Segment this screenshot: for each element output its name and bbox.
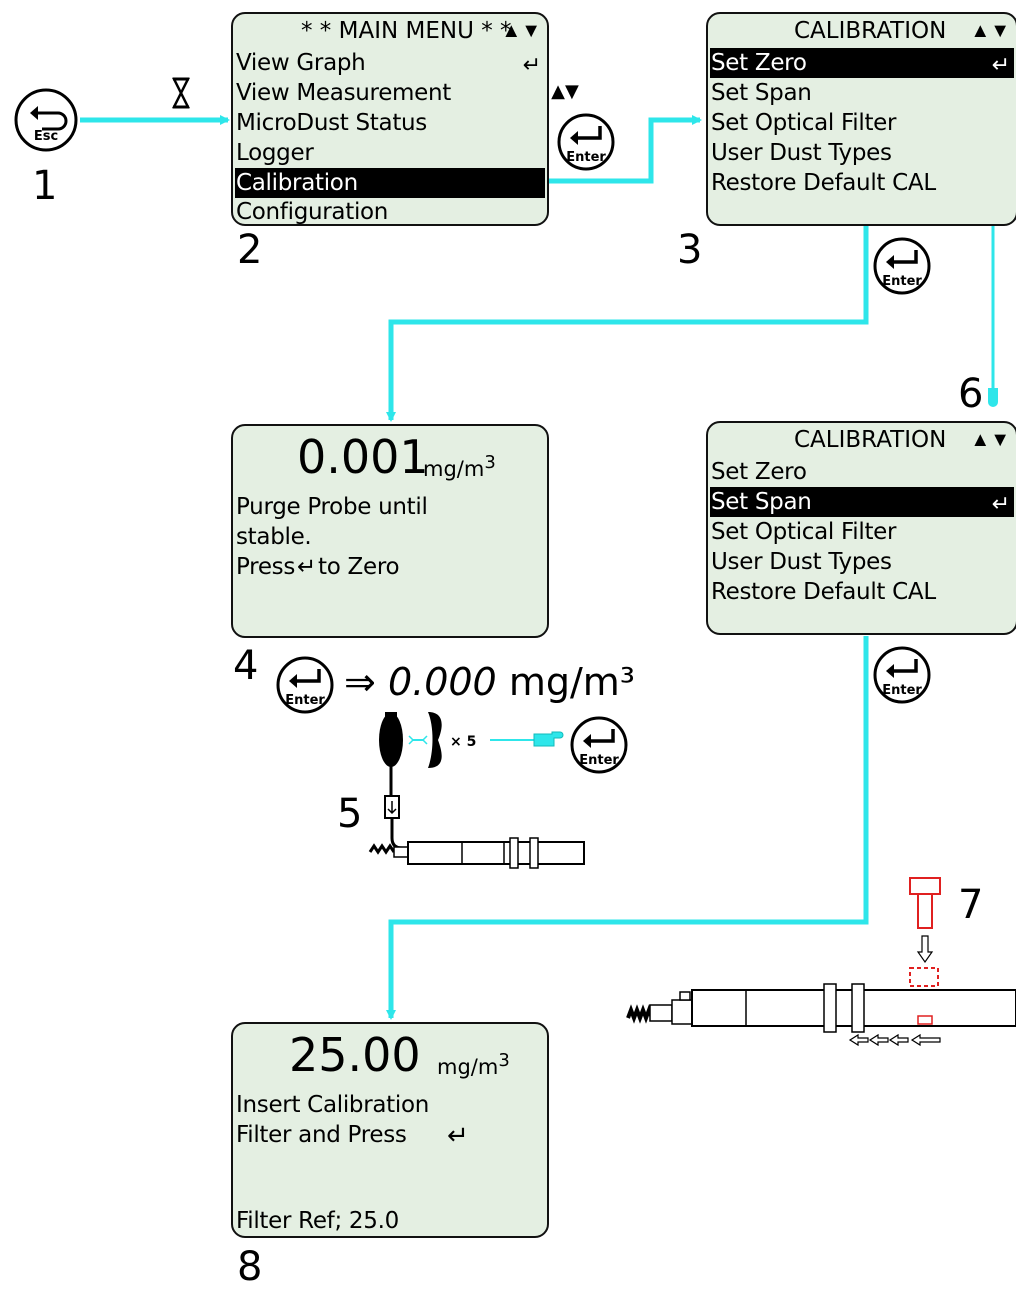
main-menu-screen: * * MAIN MENU * * ▲▼ View Graph ↵ View M…	[231, 12, 549, 226]
connector-setzero-to-zero-screen	[386, 226, 869, 422]
step-7-label: 7	[958, 882, 984, 928]
purge-bulb-icon: × 5	[379, 712, 476, 850]
zero-result-unit: mg/m³	[508, 660, 636, 704]
step-8-label: 8	[237, 1244, 263, 1290]
span-instruction-line2: Filter and Press	[236, 1122, 407, 1148]
menu-item-restore-default-cal[interactable]: Restore Default CAL	[711, 170, 936, 196]
result-arrow-icon: ⇒	[344, 660, 376, 704]
step-6-label: 6	[958, 371, 984, 417]
esc-button[interactable]: Esc	[14, 88, 78, 152]
zero-reading: 0.001	[297, 430, 429, 484]
step-1-label: 1	[32, 163, 58, 209]
menu-item-view-measurement[interactable]: View Measurement	[236, 80, 451, 106]
zero-instruction-line2: stable.	[236, 524, 312, 550]
pointing-hand-down-icon	[988, 388, 998, 407]
menu-item-set-zero[interactable]: Set Zero	[711, 459, 807, 485]
enter-button-step4[interactable]: Enter	[276, 656, 334, 714]
up-down-arrows-icon: ▲▼	[551, 81, 579, 102]
step-5-label: 5	[337, 791, 363, 837]
filter-ref-footer: Filter Ref; 25.0	[236, 1208, 399, 1234]
span-filter-screen: 25.00 mg/m3 Insert Calibration Filter an…	[231, 1022, 549, 1238]
zero-instruction-line1: Purge Probe until	[236, 494, 428, 520]
main-menu-title: * * MAIN MENU * *	[301, 18, 512, 44]
calibration-menu-title: CALIBRATION	[794, 427, 947, 453]
enter-button-step2[interactable]: Enter	[557, 113, 615, 171]
menu-item-restore-default-cal[interactable]: Restore Default CAL	[711, 579, 936, 605]
zero-result: ⇒ 0.000 mg/m³	[344, 660, 635, 704]
menu-item-calibration[interactable]: Calibration	[235, 168, 545, 198]
calibration-menu-screen-step6: CALIBRATION ▲▼ Set Zero Set Span ↵ Set O…	[706, 421, 1016, 635]
span-instruction-line1: Insert Calibration	[236, 1092, 430, 1118]
connector-span-to-filter-screen	[386, 636, 869, 1020]
menu-item-set-span[interactable]: Set Span	[710, 487, 1014, 517]
zero-unit: mg/m3	[423, 452, 496, 481]
enter-button-label: Enter	[882, 274, 922, 289]
menu-item-user-dust-types[interactable]: User Dust Types	[711, 140, 892, 166]
purge-repeat-label: × 5	[450, 734, 476, 750]
up-down-arrows-icon: ▲▼	[970, 429, 1010, 451]
step-4-label: 4	[233, 643, 259, 689]
span-unit: mg/m3	[437, 1050, 510, 1079]
enter-button-step6[interactable]: Enter	[873, 646, 931, 704]
menu-item-set-zero[interactable]: Set Zero	[710, 48, 1014, 78]
zero-result-reading: 0.000	[387, 660, 497, 704]
probe-icon-step5	[368, 837, 585, 869]
probe-with-filter-icon	[626, 877, 1016, 1047]
enter-return-icon: ↵	[991, 52, 1010, 77]
up-down-arrows-icon: ▲▼	[501, 20, 541, 42]
step-3-label: 3	[677, 227, 703, 273]
enter-button-label: Enter	[882, 683, 922, 698]
up-down-arrows-icon: ▲▼	[970, 20, 1010, 42]
menu-item-set-span[interactable]: Set Span	[711, 80, 812, 106]
calibration-filter-icon	[909, 877, 941, 929]
menu-item-microdust-status[interactable]: MicroDust Status	[236, 110, 427, 136]
pointing-hand-icon	[533, 731, 564, 747]
menu-item-configuration[interactable]: Configuration	[236, 199, 389, 225]
calibration-menu-title: CALIBRATION	[794, 18, 947, 44]
esc-button-label: Esc	[34, 129, 58, 144]
span-reading: 25.00	[289, 1028, 421, 1082]
enter-return-icon: ↵	[297, 554, 317, 580]
enter-button-label: Enter	[285, 693, 325, 708]
enter-return-icon: ↵	[447, 1120, 469, 1150]
enter-button-label: Enter	[579, 753, 619, 768]
enter-return-icon: ↵	[522, 52, 541, 77]
menu-item-user-dust-types[interactable]: User Dust Types	[711, 549, 892, 575]
zero-instruction-line3: Press↵to Zero	[236, 554, 400, 580]
menu-item-view-graph[interactable]: View Graph	[236, 50, 366, 76]
calibration-menu-screen-step3: CALIBRATION ▲▼ Set Zero ↵ Set Span Set O…	[706, 12, 1016, 226]
enter-button-step5[interactable]: Enter	[570, 716, 628, 774]
step-2-label: 2	[237, 227, 263, 273]
menu-item-set-optical-filter[interactable]: Set Optical Filter	[711, 110, 897, 136]
enter-return-icon: ↵	[991, 491, 1010, 516]
menu-item-set-optical-filter[interactable]: Set Optical Filter	[711, 519, 897, 545]
airflow-arrows-icon	[848, 1033, 941, 1047]
set-zero-screen: 0.001 mg/m3 Purge Probe until stable. Pr…	[231, 424, 549, 638]
enter-button-label: Enter	[566, 150, 606, 165]
hourglass-icon	[171, 77, 191, 109]
menu-item-logger[interactable]: Logger	[236, 140, 314, 166]
enter-button-step3[interactable]: Enter	[873, 237, 931, 295]
